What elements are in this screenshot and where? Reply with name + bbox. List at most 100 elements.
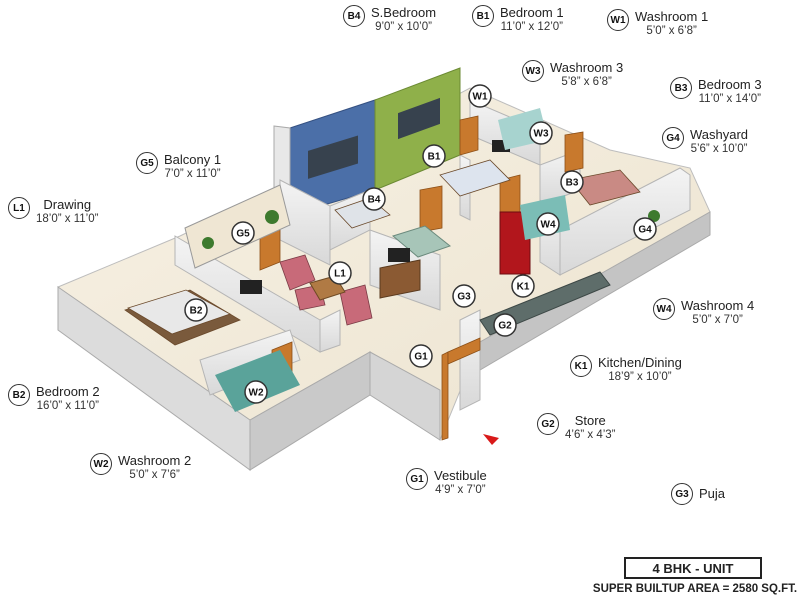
room-name: Washyard — [690, 127, 749, 142]
plan-badge-circle — [529, 121, 553, 145]
plan-badge-g2: G2 — [493, 313, 517, 337]
plant — [202, 237, 214, 249]
legend-puja: G3 Puja — [671, 483, 725, 505]
sofa — [339, 284, 373, 326]
window — [398, 97, 440, 140]
room-code-badge: B2 — [8, 384, 30, 406]
plan-badge-circle — [409, 344, 433, 368]
room-name: Puja — [699, 486, 726, 501]
room-code-badge: W3 — [522, 60, 544, 82]
plan-badge-w2: W2 — [244, 380, 268, 404]
plan-badge-g4: G4 — [633, 217, 657, 241]
plan-badge-code: W1 — [473, 92, 488, 103]
room-name: Kitchen/Dining — [598, 355, 682, 370]
plan-badge-code: B3 — [566, 178, 579, 189]
outer-wall-vestibule — [369, 351, 441, 441]
room-dimensions: 18’9” x 10’0” — [608, 371, 672, 383]
plan-badge-l1: L1 — [328, 261, 352, 285]
sofa — [279, 254, 316, 291]
plan-badge-g1: G1 — [409, 344, 433, 368]
door — [419, 185, 443, 233]
room-dimensions: 5’6” x 10’0” — [690, 143, 748, 155]
plan-badge-code: G2 — [498, 321, 512, 332]
plan-badge-circle — [493, 313, 517, 337]
room-name: Bedroom 1 — [500, 5, 564, 20]
room-dimensions: 4’6” x 4’3” — [565, 429, 616, 441]
room-code-badge: K1 — [570, 355, 592, 377]
plan-badge-code: G3 — [457, 292, 471, 303]
room-dimensions: 4’9” x 7’0” — [435, 484, 486, 496]
tv — [240, 280, 262, 294]
room-dimensions: 16’0” x 11’0” — [36, 400, 100, 412]
plan-badge-code: L1 — [334, 269, 346, 280]
room-code-badge: G1 — [406, 468, 428, 490]
plan-badge-code: G1 — [414, 352, 428, 363]
room-code-badge: B3 — [670, 77, 692, 99]
plan-badge-circle — [633, 217, 657, 241]
plant — [265, 210, 279, 224]
plan-badge-code: K1 — [517, 282, 530, 293]
plan-badge-code: B2 — [190, 306, 203, 317]
partition-wall — [459, 309, 481, 411]
plan-badge-circle — [362, 187, 386, 211]
plan-badge-circle — [244, 380, 268, 404]
unit-type-label: 4 BHK - UNIT — [624, 557, 762, 579]
room-name: Drawing — [43, 197, 92, 212]
plan-badge-w3: W3 — [529, 121, 553, 145]
room-code-badge: W2 — [90, 453, 112, 475]
room-name: Washroom 3 — [550, 60, 624, 75]
door — [459, 115, 479, 156]
room-name: Store — [574, 413, 606, 428]
plan-badge-b4: B4 — [362, 187, 386, 211]
room-name: Balcony 1 — [164, 152, 222, 167]
room-name: Washroom 1 — [635, 9, 709, 24]
room-dimensions: 11’0” x 14’0” — [698, 93, 762, 105]
room-code-badge: G2 — [537, 413, 559, 435]
plan-badge-code: B1 — [428, 152, 441, 163]
bed — [569, 169, 641, 206]
plan-badge-g3: G3 — [452, 284, 476, 308]
room-code-badge: G4 — [662, 127, 684, 149]
plan-badge-circle — [560, 170, 584, 194]
bed — [439, 159, 511, 197]
plan-badge-code: W4 — [541, 220, 556, 231]
plan-badge-w4: W4 — [536, 212, 560, 236]
room-code-badge: B4 — [343, 5, 365, 27]
plan-badge-circle — [511, 274, 535, 298]
plan-badge-k1: K1 — [511, 274, 535, 298]
room-dimensions: 18’0” x 11’0” — [36, 213, 99, 225]
room-dimensions: 5’0” x 7’0” — [692, 314, 743, 326]
partition-wall — [319, 309, 341, 353]
room-dimensions: 11’0” x 12’0” — [500, 21, 564, 33]
plan-badge-b2: B2 — [184, 298, 208, 322]
plan-badge-circle — [422, 144, 446, 168]
room-name: Bedroom 3 — [698, 77, 762, 92]
room-name: Bedroom 2 — [36, 384, 100, 399]
plan-badge-code: G4 — [638, 225, 652, 236]
room-code-badge: G3 — [671, 483, 693, 505]
plan-badge-w1: W1 — [468, 84, 492, 108]
bed — [127, 289, 231, 335]
room-name: S.Bedroom — [371, 5, 437, 20]
room-code-badge: B1 — [472, 5, 494, 27]
super-builtup-area: SUPER BUILTUP AREA = 2580 SQ.FT. — [592, 583, 798, 595]
window — [308, 135, 358, 179]
plan-badge-g5: G5 — [231, 221, 255, 245]
room-code-badge: W1 — [607, 9, 629, 31]
entry-arrow — [483, 434, 499, 445]
door — [447, 337, 481, 365]
room-dimensions: 5’0” x 6’8” — [646, 25, 697, 37]
room-name: Vestibule — [434, 468, 487, 483]
plan-badge-circle — [536, 212, 560, 236]
